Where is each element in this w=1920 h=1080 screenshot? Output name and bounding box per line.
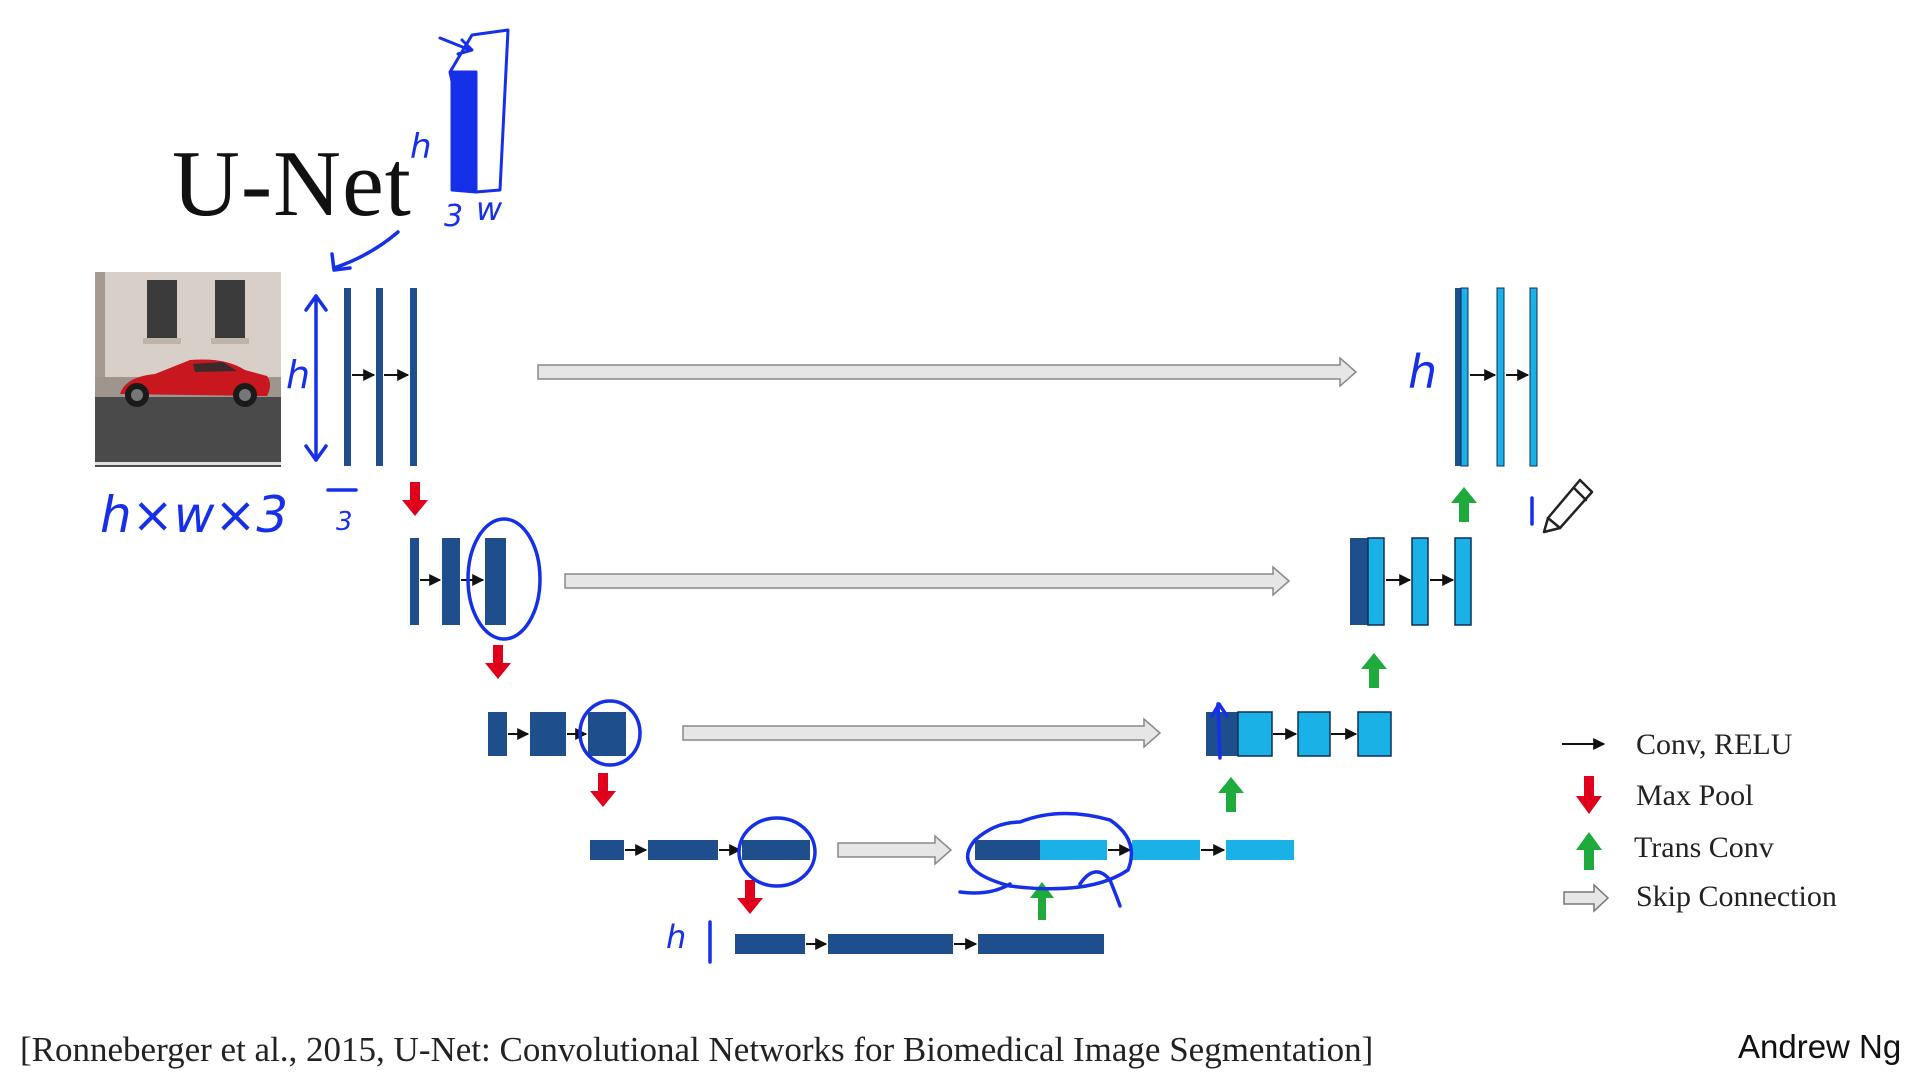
feature-map <box>978 934 1104 954</box>
slide-title: U-Net <box>172 132 412 236</box>
feature-map <box>410 288 417 466</box>
author-credit: Andrew Ng <box>1738 1028 1902 1065</box>
feature-map-copied <box>1206 712 1238 756</box>
decoder-level-2 <box>1350 537 1472 626</box>
decoder-level-4 <box>975 840 1294 860</box>
feature-map-copied <box>1350 538 1368 625</box>
decoder-level-3 <box>1206 711 1392 757</box>
input-car-image <box>95 272 281 467</box>
ink-label-h-output: h <box>1408 345 1437 399</box>
ink-circle <box>466 517 542 641</box>
feature-map <box>1040 840 1107 860</box>
feature-map <box>588 712 626 756</box>
legend <box>1562 738 1610 913</box>
encoder-level-1 <box>344 288 417 466</box>
maxpool-arrow <box>590 773 616 807</box>
legend-conv-label: Conv, RELU <box>1636 728 1793 761</box>
ink-circle <box>578 699 642 767</box>
encoder-level-3 <box>488 712 626 756</box>
ink-circle-concat <box>965 811 1134 891</box>
feature-map <box>1237 711 1273 757</box>
feature-map-copied <box>975 840 1040 860</box>
feature-map <box>488 712 507 756</box>
feature-map <box>1496 287 1505 467</box>
maxpool-arrow <box>402 482 428 516</box>
feature-map <box>376 288 383 466</box>
ink-text: h 3 w h 3 h×w×3 h h <box>100 127 1437 956</box>
ink-circle <box>737 816 817 888</box>
ink-height-arrow-top <box>304 294 328 312</box>
ink-height-arrow-bottom <box>304 444 328 462</box>
ink-stroke <box>958 882 1012 895</box>
legend-skip-icon <box>1563 883 1610 913</box>
skip-connections <box>537 356 1358 866</box>
ink-tick <box>1216 702 1222 760</box>
decoder-level-1 <box>1455 287 1538 467</box>
maxpool-arrows <box>402 482 763 914</box>
ink-label-w: w <box>476 190 503 228</box>
feature-map <box>735 934 805 954</box>
bottleneck <box>735 934 1104 954</box>
feature-map <box>828 934 953 954</box>
transconv-arrow <box>1030 882 1054 920</box>
feature-map <box>1226 840 1294 860</box>
skip-arrow-level-4 <box>837 834 953 866</box>
feature-map <box>590 840 624 860</box>
feature-map <box>1297 711 1331 757</box>
pencil-icon <box>1542 478 1594 534</box>
feature-map <box>485 538 506 625</box>
ink-stroke <box>1078 870 1122 908</box>
ink-label-h-bottom: h <box>666 918 686 956</box>
encoder-level-4 <box>590 840 810 860</box>
legend-maxpool-icon <box>1576 776 1602 814</box>
citation: [Ronneberger et al., 2015, U-Net: Convol… <box>20 1030 1374 1069</box>
maxpool-arrow <box>485 645 511 679</box>
feature-map <box>1411 537 1429 626</box>
ink-curved-arrow-head <box>330 252 352 272</box>
skip-arrow-level-3 <box>682 717 1162 749</box>
ink-label-input-dims: h×w×3 <box>100 486 288 544</box>
transconv-arrow <box>1218 777 1244 812</box>
ink-label-h-side: h <box>286 353 310 397</box>
maxpool-arrow <box>737 880 763 914</box>
feature-map <box>410 538 419 625</box>
feature-map <box>1454 537 1472 626</box>
feature-map <box>1529 287 1538 467</box>
transconv-arrows <box>1030 487 1477 920</box>
ink-pointer-arrow <box>438 36 472 52</box>
feature-map <box>530 712 566 756</box>
ink-3d-block-face <box>450 70 478 194</box>
skip-arrow-level-1 <box>537 356 1358 388</box>
ink-tick-head <box>1210 702 1229 718</box>
feature-map <box>648 840 718 860</box>
encoder-level-2 <box>410 538 506 625</box>
legend-maxpool-label: Max Pool <box>1636 779 1754 812</box>
ink-label-3: 3 <box>444 199 463 234</box>
feature-map-copied <box>1455 288 1461 466</box>
skip-arrow-level-2 <box>564 565 1291 597</box>
legend-transconv-label: Trans Conv <box>1634 831 1774 864</box>
ink-annotations <box>304 28 1594 964</box>
feature-map <box>1357 711 1392 757</box>
ink-label-h: h <box>410 127 432 167</box>
feature-map <box>742 840 810 860</box>
feature-map <box>1132 840 1200 860</box>
transconv-arrow <box>1451 487 1477 522</box>
feature-map <box>344 288 351 466</box>
feature-map <box>1367 537 1385 626</box>
feature-map <box>1460 287 1469 467</box>
legend-skip-label: Skip Connection <box>1636 880 1837 913</box>
ink-pointer-arrow-head <box>456 38 474 56</box>
legend-transconv-icon <box>1576 832 1602 870</box>
feature-map <box>442 538 460 625</box>
ink-curved-arrow <box>332 230 400 270</box>
ink-label-3-bottom: 3 <box>336 507 353 537</box>
transconv-arrow <box>1361 653 1387 688</box>
